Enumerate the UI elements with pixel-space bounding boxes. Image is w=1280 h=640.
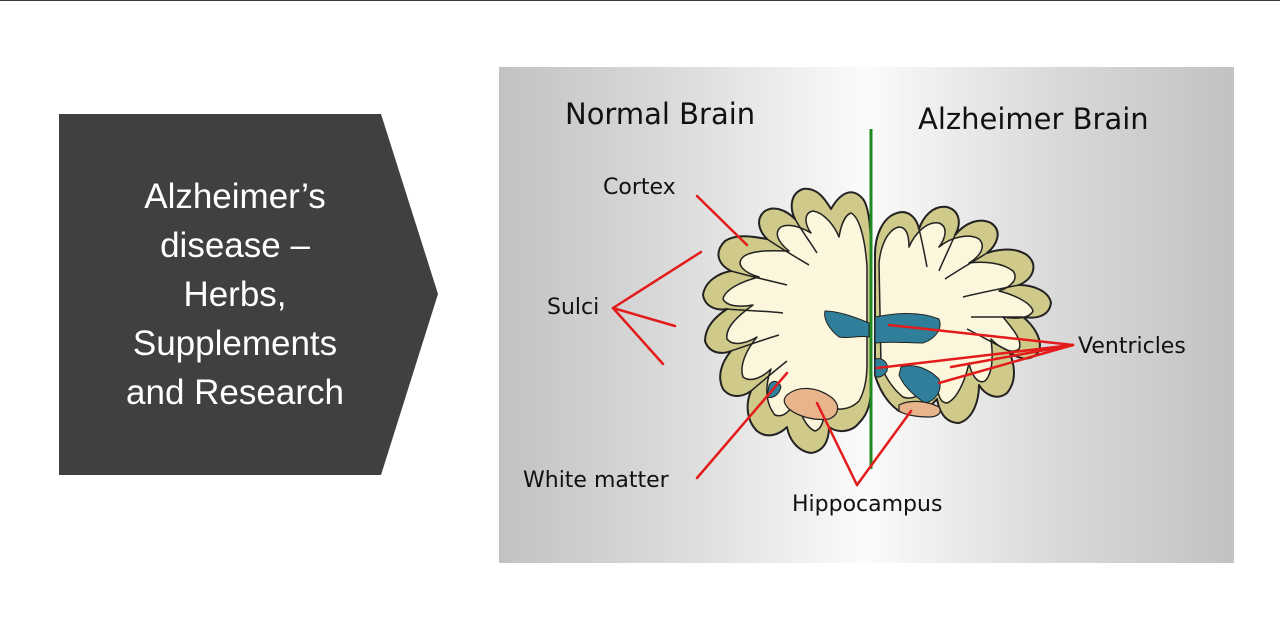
normal-brain-heading: Normal Brain [565,97,755,131]
title-line-1: Alzheimer’s [144,177,326,216]
brain-diagram-svg: Normal Brain Alzheimer Brain Cortex Sulc… [523,97,1186,517]
title-line-2: disease – [160,226,310,265]
title-line-5: and Research [126,373,344,412]
normal-brain-hippocampus [783,387,839,421]
brain-comparison-diagram: Normal Brain Alzheimer Brain Cortex Sulc… [499,67,1234,563]
normal-brain-white-matter [722,210,868,432]
normal-brain-ventricle [824,310,870,339]
title-chevron-shape [59,114,438,475]
white-matter-label: White matter [523,468,670,493]
normal-brain [702,187,872,454]
top-border-rule [0,0,1280,1]
alzheimer-brain-white-matter [878,222,1034,404]
alzheimer-brain [874,205,1052,424]
title-line-4: Supplements [132,324,338,363]
title-line-3: Herbs, [183,275,287,314]
ventricles-label: Ventricles [1078,334,1186,359]
alzheimer-brain-heading: Alzheimer Brain [918,102,1149,136]
cortex-label: Cortex [603,175,676,200]
pointer-lines [611,194,1075,487]
alzheimer-brain-ventricle [874,313,941,344]
slide-title: Alzheimer’s disease – Herbs, Supplements… [59,114,411,475]
alzheimer-brain-hippocampus [898,400,941,418]
sulci-label: Sulci [547,295,599,320]
hippocampus-label: Hippocampus [792,492,942,517]
